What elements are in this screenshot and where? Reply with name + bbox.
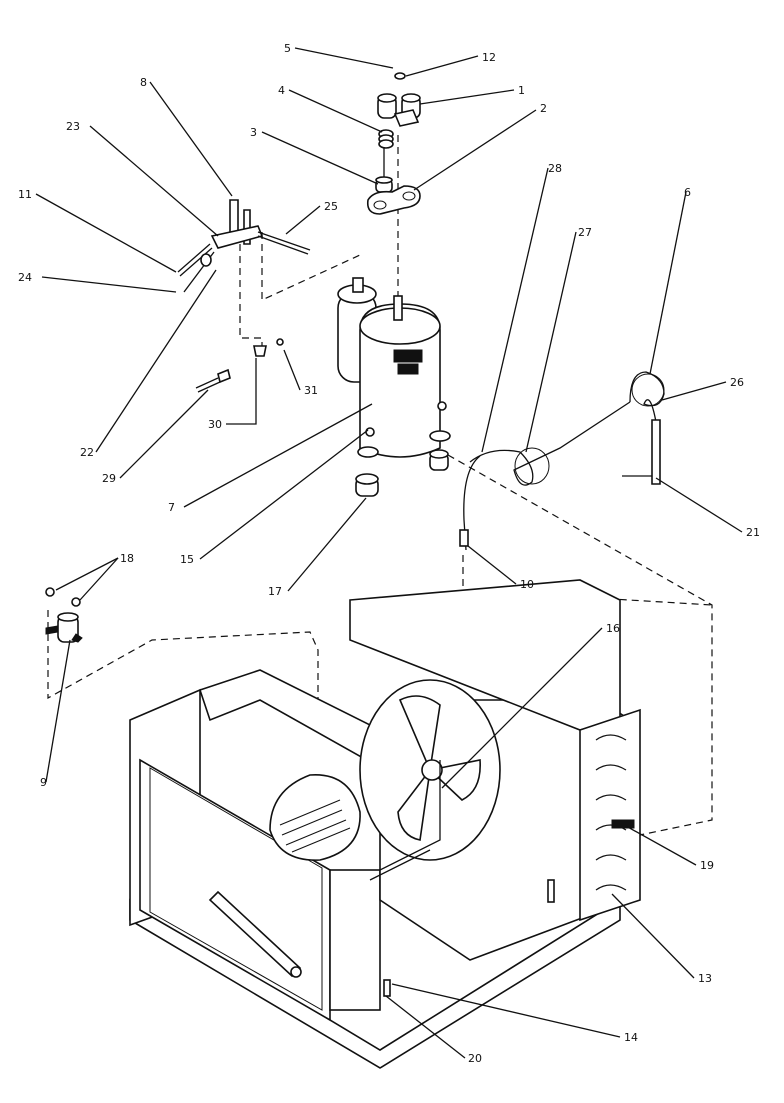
mounting-plate-2 [366, 185, 421, 215]
capillary-tubes [459, 371, 665, 551]
callout-11: 11 [18, 188, 32, 201]
bushing-3 [375, 176, 393, 193]
callout-8: 8 [140, 76, 147, 89]
callout-28: 28 [548, 162, 562, 175]
condenser-fan-blade [397, 695, 481, 841]
callout-9: 9 [40, 776, 47, 789]
clip-30 [253, 345, 267, 357]
callout-10: 10 [520, 578, 534, 591]
leader-lines [35, 47, 743, 1059]
thermostat-assembly [177, 199, 311, 293]
capacitor-9 [45, 587, 83, 643]
callout-5: 5 [284, 42, 291, 55]
small-clips [195, 338, 284, 393]
callout-3: 3 [250, 126, 257, 139]
screw-18b [71, 597, 81, 607]
callout-15: 15 [180, 553, 194, 566]
callout-24: 24 [18, 271, 32, 284]
callout-7: 7 [168, 501, 175, 514]
blower-wheel [269, 774, 361, 861]
callout-16: 16 [606, 622, 620, 635]
spring-4 [378, 129, 394, 178]
callout-4: 4 [278, 84, 285, 97]
callout-19: 19 [700, 859, 714, 872]
callout-13: 13 [698, 972, 712, 985]
evaporator-coil [329, 869, 381, 1011]
callout-26: 26 [730, 376, 744, 389]
washer-12 [394, 72, 406, 80]
callout-27: 27 [578, 226, 592, 239]
callout-20: 20 [468, 1052, 482, 1065]
tube-fitting-21 [651, 419, 661, 485]
callout-31: 31 [304, 384, 318, 397]
callout-12: 12 [482, 51, 496, 64]
callout-labels: 5 12 1 4 3 2 8 23 11 24 25 22 29 30 31 7… [18, 42, 760, 1065]
grommet-bracket-1 [377, 93, 421, 127]
tube-fitting-10 [459, 529, 469, 547]
callout-29: 29 [102, 472, 116, 485]
callout-17: 17 [268, 585, 282, 598]
condenser-coil [595, 734, 627, 891]
chassis-assembly [129, 579, 641, 1069]
callout-14: 14 [624, 1031, 638, 1044]
screw-18a [45, 587, 55, 597]
callout-22: 22 [80, 446, 94, 459]
callout-1: 1 [518, 84, 525, 97]
clip-29 [217, 368, 231, 384]
callout-25: 25 [324, 200, 338, 213]
top-mount-parts [366, 72, 421, 215]
mount-grommets [355, 401, 449, 497]
callout-23: 23 [66, 120, 80, 133]
compressor-7 [337, 277, 451, 458]
screw-31 [276, 338, 284, 346]
callout-30: 30 [208, 418, 222, 431]
callout-18: 18 [120, 552, 134, 565]
callout-21: 21 [746, 526, 760, 539]
callout-6: 6 [684, 186, 691, 199]
callout-2: 2 [540, 102, 547, 115]
